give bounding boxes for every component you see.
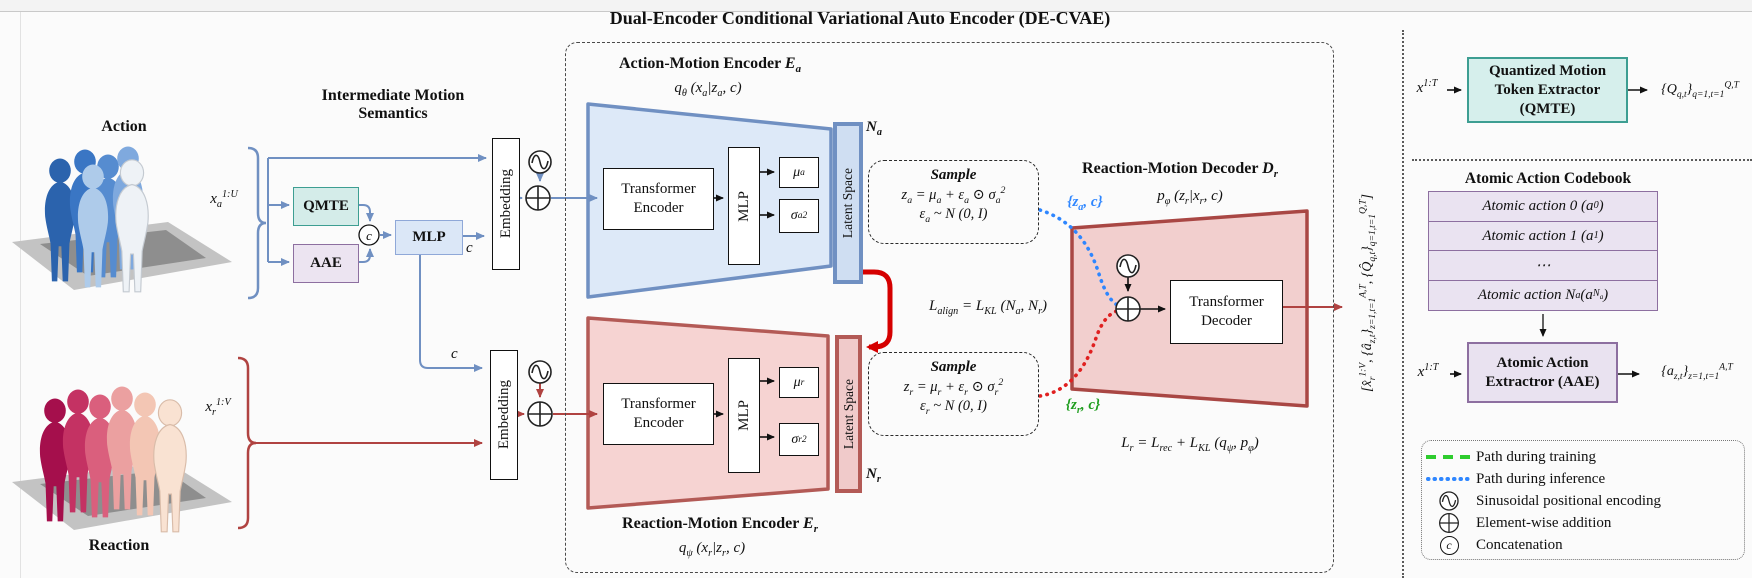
condition-c-top: c bbox=[466, 240, 473, 256]
legend-box: Path during training Path during inferen… bbox=[1421, 440, 1745, 560]
reaction-label: Reaction bbox=[88, 537, 150, 554]
sample-box-action: Sample za = μa + εa ⊙ σa2 εa ~ N (0, I) bbox=[868, 160, 1039, 244]
concatenation-icon: c bbox=[1422, 535, 1476, 555]
legend-label: Path during inference bbox=[1476, 470, 1606, 487]
sample-eq1: za = μa + εa ⊙ σa2 bbox=[901, 185, 1006, 206]
aae-input-label: x1:T bbox=[1417, 362, 1439, 380]
legend-label: Element-wise addition bbox=[1476, 514, 1612, 531]
sinusoidal-encoding-icon bbox=[528, 360, 552, 384]
latent-align-arrow bbox=[856, 269, 893, 353]
transformer-decoder-box: Transformer Decoder bbox=[1170, 280, 1283, 344]
reaction-signal-label: xr1:V bbox=[205, 397, 231, 418]
semantics-heading: Intermediate Motion Semantics bbox=[321, 87, 465, 122]
reaction-path-wires bbox=[237, 303, 1343, 530]
aae-small-box: AAE bbox=[293, 244, 359, 283]
internal-wires bbox=[714, 86, 1648, 441]
condition-c-bottom: c bbox=[451, 346, 458, 362]
sample-eq1: zr = μr + εr ⊙ σr2 bbox=[903, 377, 1004, 398]
mlp-vertical-reaction: MLP bbox=[728, 358, 760, 473]
legend-item-concat: c Concatenation bbox=[1422, 534, 1744, 556]
concatenation-icon: c bbox=[358, 224, 380, 246]
decoder-output-label: [x̂r1:V, {âz,t}z=1,t=1A,T, {Q̂q,t}q=1,t=… bbox=[1358, 194, 1378, 392]
decoder-distribution: pφ (zr|xr, c) bbox=[1157, 188, 1223, 207]
transformer-encoder-reaction: Transformer Encoder bbox=[603, 383, 714, 445]
de-cvae-dashed-box bbox=[565, 42, 1334, 573]
sample-title: Sample bbox=[930, 359, 977, 375]
zr-c-label: {zr, c} bbox=[1065, 397, 1101, 416]
legend-label: Sinusoidal positional encoding bbox=[1476, 492, 1661, 509]
sample-eq2: εa ~ N (0, I) bbox=[919, 206, 988, 225]
legend-item-posenc: Sinusoidal positional encoding bbox=[1422, 490, 1744, 512]
mlp-box: MLP bbox=[395, 220, 463, 255]
qmte-big-box: Quantized Motion Token Extractor (QMTE) bbox=[1467, 57, 1628, 123]
action-encoder-title: Action-Motion Encoder Ea bbox=[618, 55, 802, 76]
reaction-encoder-distribution: qψ (xr|zr, c) bbox=[678, 540, 746, 559]
legend-item-inference: Path during inference bbox=[1422, 468, 1744, 490]
action-motion-image bbox=[12, 146, 232, 293]
svg-text:c: c bbox=[366, 228, 372, 243]
sinusoidal-encoding-icon bbox=[528, 150, 552, 174]
page-left-hairline bbox=[20, 12, 21, 578]
elementwise-addition-icon bbox=[1422, 511, 1476, 535]
latent-space-action: Latent Space bbox=[833, 122, 863, 284]
reaction-encoder-title: Reaction-Motion Encoder Er bbox=[622, 515, 818, 536]
za-c-label: {za, c} bbox=[1067, 194, 1103, 213]
inference-path-icon bbox=[1422, 475, 1476, 483]
sample-title: Sample bbox=[930, 167, 977, 183]
decoder-title: Reaction-Motion Decoder Dr bbox=[1082, 160, 1278, 181]
aae-output-label: {az,t}z=1,t=1A,T bbox=[1661, 362, 1733, 382]
align-loss-label: Lalign = LKL (Na, Nr) bbox=[928, 298, 1048, 317]
legend-item-training: Path during training bbox=[1422, 446, 1744, 468]
latent-space-reaction: Latent Space bbox=[835, 335, 862, 493]
qmte-output-label: {Qq,t}q=1,t=1Q,T bbox=[1661, 80, 1739, 100]
sinusoidal-encoding-icon bbox=[1422, 489, 1476, 513]
reconstruction-loss-label: Lr = Lrec + LKL (qψ, pφ) bbox=[1121, 435, 1259, 454]
action-signal-label: xa1:U bbox=[210, 189, 238, 210]
codebook-row: ⋯ bbox=[1428, 250, 1658, 282]
legend-item-addition: Element-wise addition bbox=[1422, 512, 1744, 534]
page-top-strip bbox=[0, 0, 1752, 12]
elementwise-addition-icon bbox=[527, 401, 553, 427]
sample-box-reaction: Sample zr = μr + εr ⊙ σr2 εr ~ N (0, I) bbox=[868, 352, 1039, 436]
transformer-encoder-action: Transformer Encoder bbox=[603, 168, 714, 230]
embedding-box-reaction: Embedding bbox=[490, 350, 518, 480]
legend-label: Concatenation bbox=[1476, 536, 1563, 553]
action-label: Action bbox=[101, 118, 147, 135]
right-panel-separator bbox=[1402, 30, 1404, 578]
gaussian-nr-label: Nr bbox=[866, 466, 881, 485]
mlp-vertical-action: MLP bbox=[728, 147, 760, 265]
reaction-motion-image bbox=[12, 386, 232, 533]
sample-eq2: εr ~ N (0, I) bbox=[920, 398, 987, 417]
qmte-input-label: x1:T bbox=[1416, 78, 1438, 96]
figure-title: Dual-Encoder Conditional Variational Aut… bbox=[609, 8, 1111, 28]
inference-path-za bbox=[1038, 208, 1126, 310]
training-path-icon bbox=[1422, 453, 1476, 461]
aae-big-box: Atomic Action Extractror (AAE) bbox=[1467, 342, 1618, 403]
embedding-box-action: Embedding bbox=[492, 138, 520, 270]
gaussian-na-label: Na bbox=[866, 119, 882, 138]
elementwise-addition-icon bbox=[525, 185, 551, 211]
qmte-small-box: QMTE bbox=[293, 187, 359, 226]
qmte-codebook-separator bbox=[1412, 159, 1752, 161]
inference-path-zr bbox=[1038, 308, 1124, 398]
codebook-title: Atomic Action Codebook bbox=[1464, 170, 1632, 187]
action-path-wires bbox=[247, 146, 598, 372]
legend-label: Path during training bbox=[1476, 448, 1596, 465]
action-encoder-distribution: qθ (xa|za, c) bbox=[674, 80, 742, 99]
